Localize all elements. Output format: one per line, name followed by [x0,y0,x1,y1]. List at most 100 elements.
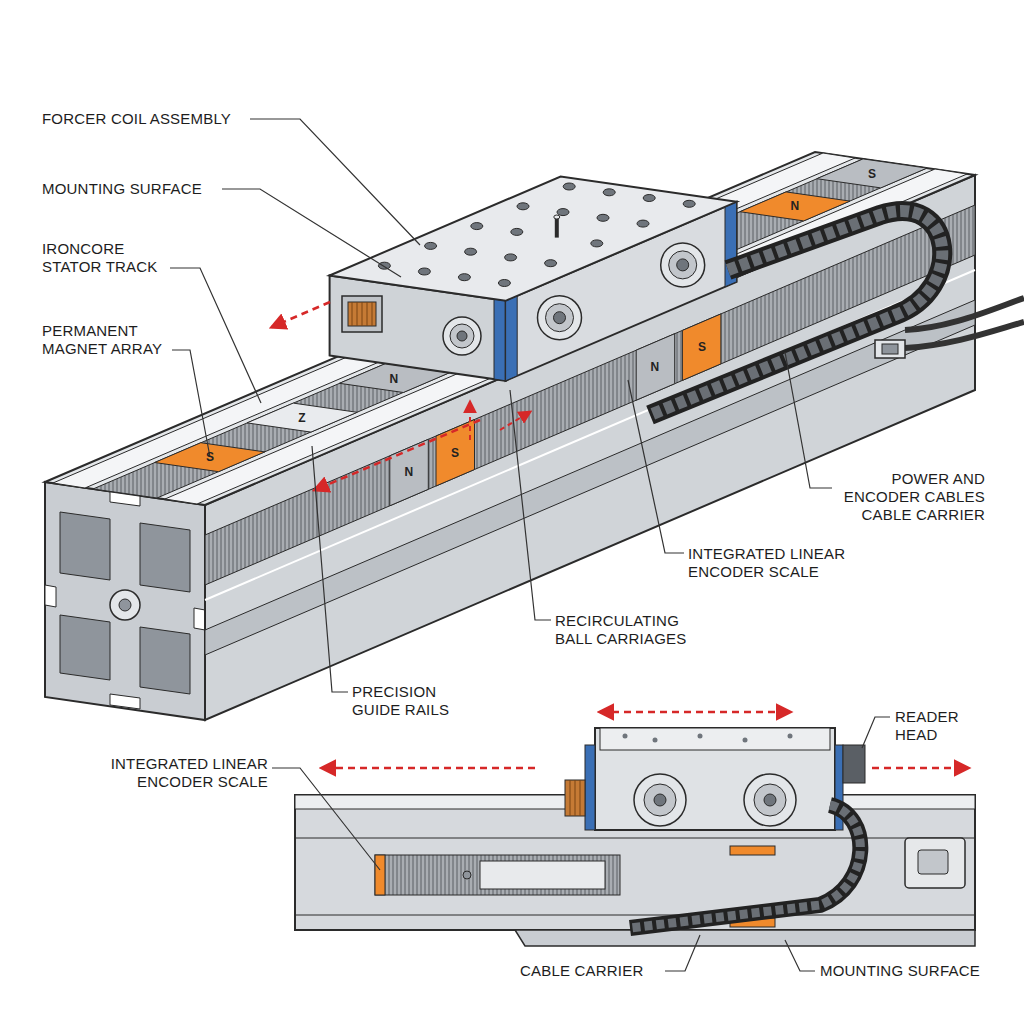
cable-connector [905,838,965,888]
bearing [538,296,582,340]
side-view [295,712,975,946]
force-arrow [500,412,530,430]
screw [463,871,471,879]
forcer-block [330,177,737,381]
magnet-tile [682,314,721,381]
magnet-pole: S [698,338,706,356]
leader-line [785,940,815,971]
hole [425,242,437,249]
cavity [140,627,190,694]
guide-rail [53,153,855,488]
coil-winding [348,302,376,326]
bearing [654,794,666,806]
magnet-tile [155,443,265,472]
coil-turn [372,302,373,326]
hole [698,734,703,739]
motion-arrow [315,420,480,490]
bearing [450,324,474,348]
motion-arrow [272,302,330,327]
coil-turn [357,302,358,326]
magnet-tile [375,855,385,895]
bearing [677,259,689,271]
carrier-chain [650,211,942,415]
hole [623,734,628,739]
hole [637,220,649,227]
part-label: IRONCORE STATOR TRACK [42,240,167,276]
block-top [330,177,737,301]
part-label: INTEGRATED LINEAR ENCODER SCALE [78,755,268,791]
side-block-top [600,728,830,750]
hole [378,262,390,269]
bearing [661,243,705,287]
magnet-pole: Z [298,409,306,427]
end-cap [506,296,518,381]
part-label: POWER AND ENCODER CABLES CABLE CARRIER [835,470,985,524]
groove-line [295,915,975,916]
motion-arrows [272,302,530,490]
bearing [754,784,786,816]
bearing [457,331,467,341]
magnet-tile [636,334,675,401]
part-label: FORCER COIL ASSEMBLY [42,110,231,128]
motion-arrow [600,711,790,714]
cavity [140,523,190,592]
side-block [595,728,835,830]
magnet-strip [93,159,927,498]
end-cap [494,299,506,381]
leader-line [785,352,832,488]
magnet-pole: N [405,463,414,481]
magnet-pole: N [651,358,660,376]
core-bore [110,590,140,620]
leader-lines [170,119,890,971]
hole [788,734,793,739]
hole [743,738,748,743]
bearing [554,312,566,324]
coil-turn [367,302,368,326]
mounting-holes [378,183,695,287]
bearing [634,774,686,826]
hole [458,274,470,281]
hole [557,209,569,216]
coil-turn [580,780,581,816]
magnet-pole: S [206,448,214,466]
cable-carrier [650,211,1024,415]
locating-pin [554,215,560,219]
magnet-tile [247,403,357,432]
hole [471,223,483,230]
hole [683,200,695,207]
hole [597,214,609,221]
guide-rail [165,169,967,504]
hole [603,189,615,196]
part-label: RECIRCULATING BALL CARRIAGES [555,612,715,648]
hole [517,203,529,210]
hole [591,240,603,247]
leader-line [272,768,380,870]
core-bore [119,599,131,611]
coil-turn [575,780,576,816]
leader-line [250,119,420,245]
leader-line [628,380,684,553]
hole [545,260,557,267]
scale-cover [480,861,605,889]
magnet-pole: N [791,197,800,215]
coil-turn [352,302,353,326]
bearing [644,784,676,816]
magnet-tile [740,192,850,221]
motion-arrow [872,767,968,770]
bearing [443,317,481,355]
hole [498,280,510,287]
cavity [60,615,110,680]
leader-line [170,268,261,403]
bearing [546,304,574,332]
coil-turn [362,302,363,326]
magnet-pole: S [868,165,876,183]
part-label: MOUNTING SURFACE [820,962,980,980]
end-cap [585,745,595,830]
hole [505,254,517,261]
part-label: INTEGRATED LINEAR ENCODER SCALE [688,545,878,581]
hole [563,183,575,190]
motion-arrow [322,767,535,770]
coil-turn [570,780,571,816]
